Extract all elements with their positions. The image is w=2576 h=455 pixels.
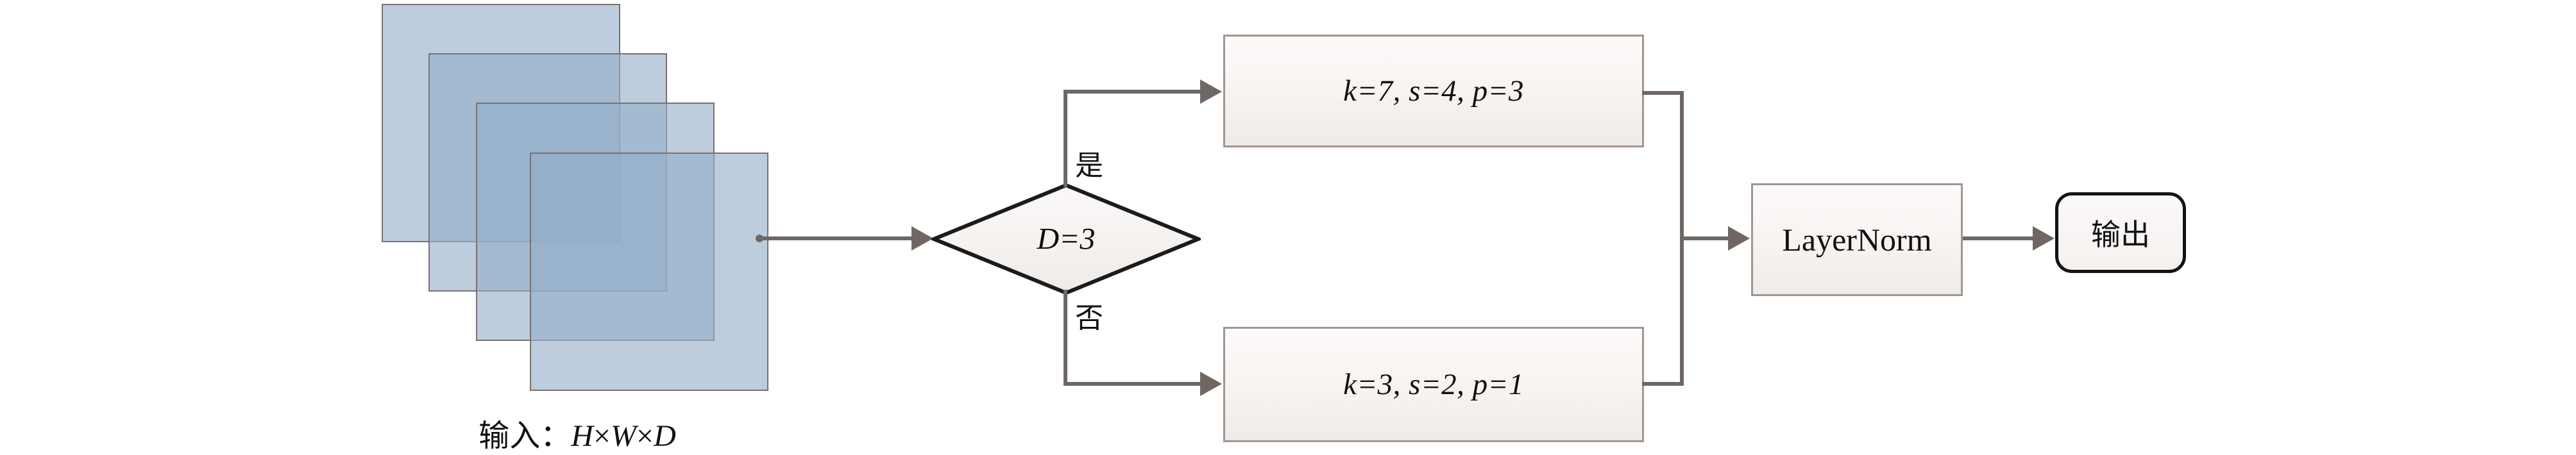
- yes-branch-vertical-line: [1063, 90, 1067, 187]
- yes-branch-label: 是: [1075, 150, 1103, 181]
- no-box-merge-stub: [1642, 382, 1684, 386]
- no-branch-arrowhead: [1200, 372, 1222, 396]
- tensor-layer-4: [530, 153, 768, 391]
- conv-box-yes-label: k=7, s=4, p=3: [1343, 74, 1524, 108]
- layernorm-node[interactable]: LayerNorm: [1751, 183, 1963, 296]
- merge-to-layernorm-arrowhead: [1728, 226, 1750, 251]
- input-to-decision-arrowhead: [911, 226, 933, 251]
- output-label: 输出: [2091, 219, 2150, 251]
- input-caption-sep-1: ×: [593, 419, 611, 453]
- input-caption-dim-d: D: [654, 419, 676, 453]
- conv-box-no-label: k=3, s=2, p=1: [1343, 368, 1524, 401]
- yes-branch-horizontal-line: [1063, 90, 1201, 94]
- output-node[interactable]: 输出: [2055, 192, 2186, 273]
- merge-to-layernorm-line: [1680, 236, 1730, 240]
- layernorm-to-output-line: [1963, 236, 2035, 240]
- input-caption-sep-2: ×: [636, 419, 654, 453]
- decision-label: D=3: [1037, 222, 1096, 256]
- input-caption-dim-h: H: [571, 419, 593, 453]
- decision-node[interactable]: D=3: [929, 183, 1203, 295]
- conv-box-yes[interactable]: k=7, s=4, p=3: [1223, 35, 1644, 147]
- no-branch-vertical-line: [1063, 290, 1067, 386]
- input-caption: 输入：H×W×D: [479, 410, 676, 455]
- layernorm-to-output-arrowhead: [2033, 226, 2055, 251]
- conv-box-no[interactable]: k=3, s=2, p=1: [1223, 327, 1644, 442]
- no-branch-horizontal-line: [1063, 382, 1201, 386]
- yes-branch-arrowhead: [1200, 79, 1222, 104]
- layernorm-label: LayerNorm: [1782, 222, 1932, 258]
- no-branch-label: 否: [1075, 302, 1103, 334]
- input-caption-dim-w: W: [611, 419, 636, 453]
- yes-box-merge-stub: [1642, 91, 1684, 95]
- input-caption-prefix: 输入：: [479, 419, 572, 453]
- input-to-decision-line: [759, 236, 913, 240]
